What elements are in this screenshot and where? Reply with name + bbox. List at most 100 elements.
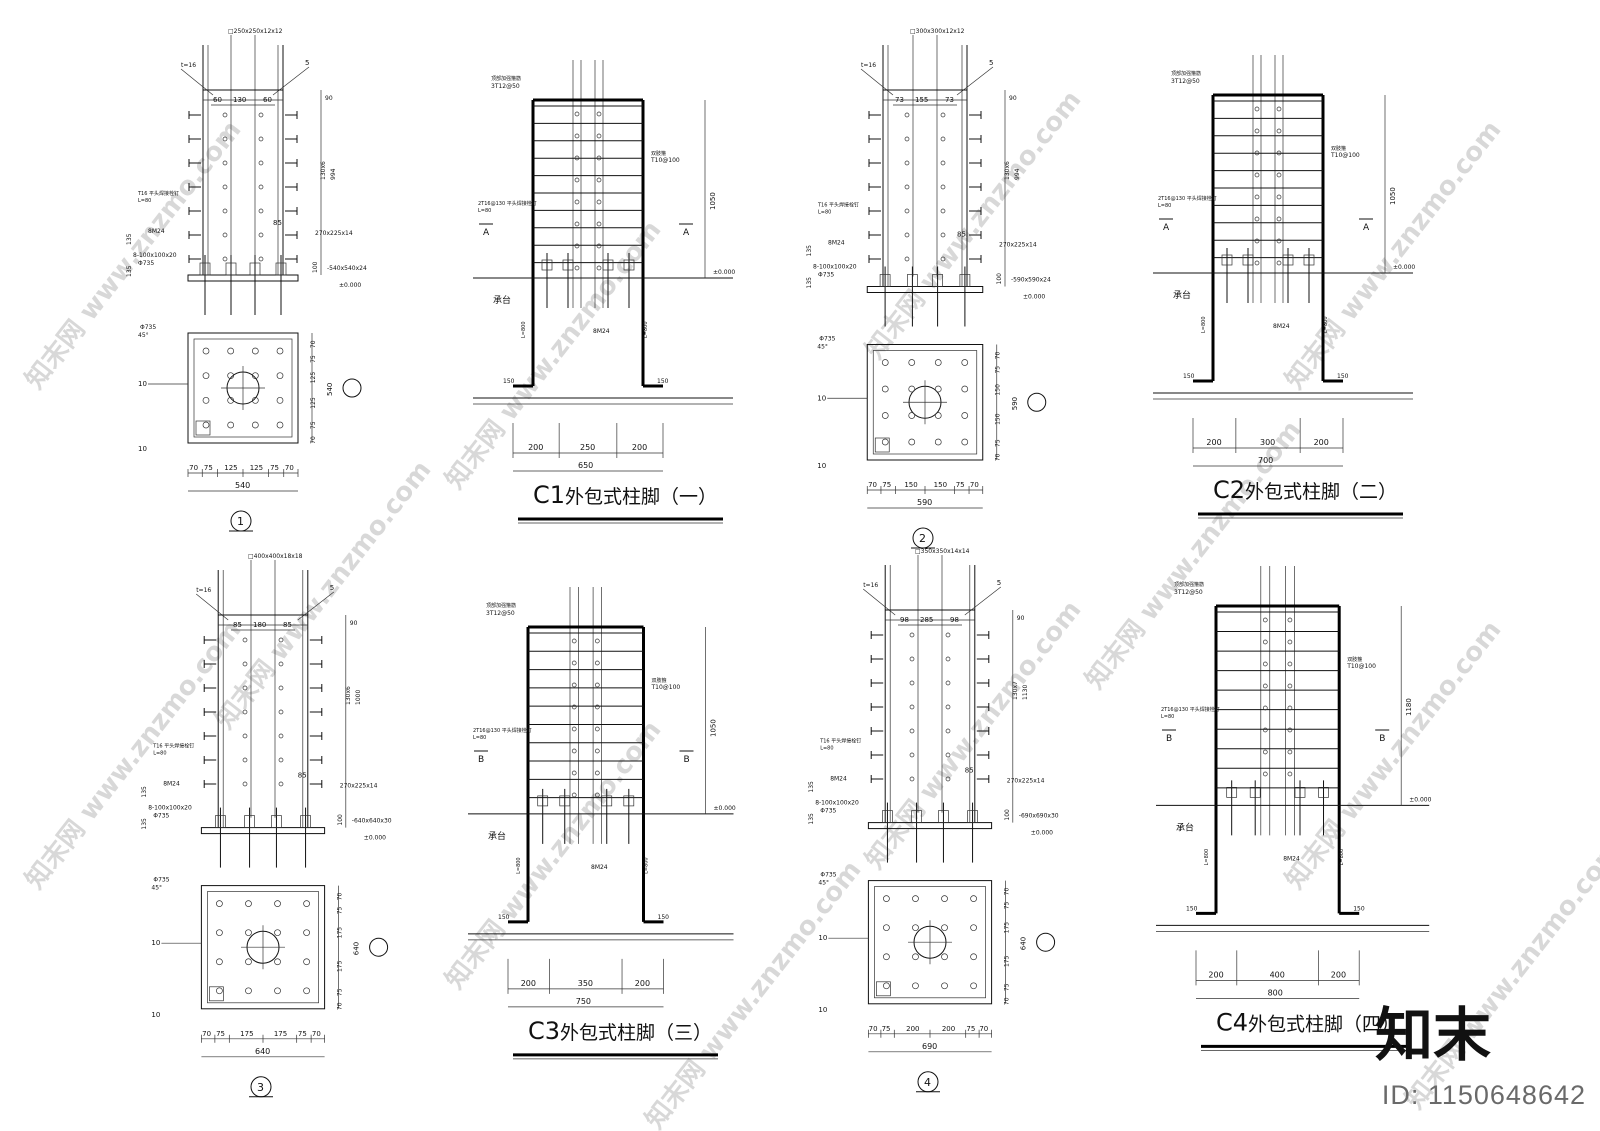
dim-label: 73 xyxy=(945,96,954,104)
weld-label: 10 xyxy=(151,939,160,947)
hook-label: 150 xyxy=(1353,905,1365,912)
bolt-label: 8M24 xyxy=(148,228,165,235)
watermark-text: 知末网 www.znzmo.com xyxy=(20,615,248,895)
dim-label: 135 xyxy=(126,233,133,245)
hole-label: Φ735 xyxy=(138,260,154,267)
stud-dot xyxy=(596,265,602,271)
stud-dot xyxy=(278,757,284,763)
stud-dot xyxy=(222,184,228,190)
dim-label: 75 xyxy=(298,1030,307,1038)
stud-dot xyxy=(574,199,580,205)
leader-line xyxy=(195,593,229,621)
dim-label: 994 xyxy=(1014,168,1021,180)
anchor-label: 8M24 xyxy=(593,328,610,335)
dim-label: 130x6 xyxy=(345,686,352,705)
stud-dot xyxy=(940,160,946,166)
dim-label: 70 xyxy=(995,352,1002,360)
stiffener-height: 85 xyxy=(965,767,974,775)
dim-total-label: 590 xyxy=(917,498,932,507)
dim-label: 70 xyxy=(970,481,979,489)
dim-label: 150 xyxy=(934,481,947,489)
rebar-length-label: L=800 xyxy=(644,857,650,874)
stiffener-label: t=16 xyxy=(861,62,876,69)
bolt-nut xyxy=(225,262,237,276)
stud-dot xyxy=(904,160,910,166)
elevation-label: ±0.000 xyxy=(713,269,735,276)
dim-label: 75 xyxy=(1004,983,1011,991)
hoop-label: 顶部加强箍筋 xyxy=(491,75,521,82)
bolt-hole xyxy=(961,438,969,446)
stud-label: T16 平头焊接栓钉 xyxy=(819,738,861,745)
stud-dot xyxy=(596,243,602,249)
bolt-nut xyxy=(601,795,613,807)
hoop-spec-label: 3T12@50 xyxy=(486,610,515,617)
stud-dot xyxy=(258,184,264,190)
stud-dot xyxy=(596,155,602,161)
section-circle xyxy=(1027,392,1047,412)
bolt-hole xyxy=(912,924,919,932)
elevation-label: ±0.000 xyxy=(1409,796,1431,803)
stud-dot xyxy=(945,776,951,782)
stud-dot xyxy=(571,660,577,666)
weld-label: 5 xyxy=(305,59,309,67)
bolt-nut xyxy=(1221,254,1233,266)
hole-label: Φ735 xyxy=(153,813,169,820)
hoop-spec-label: 3T12@50 xyxy=(1174,589,1203,596)
stud-dot xyxy=(1254,106,1260,112)
stud-dot xyxy=(1262,749,1268,755)
dim-label: 994 xyxy=(330,168,337,180)
bolt-hole xyxy=(216,987,223,995)
bolt-hole xyxy=(202,396,210,404)
bolt-nut xyxy=(1282,254,1294,266)
stud-dot xyxy=(278,685,284,691)
stud-dot xyxy=(1262,683,1268,689)
section-mark: A xyxy=(483,228,490,238)
watermark-text: 知末网 www.znzmo.com xyxy=(1280,615,1508,895)
bolt-hole xyxy=(251,396,259,404)
stud-dot xyxy=(940,232,946,238)
bolt-nut xyxy=(562,259,574,271)
dim-total-label: 700 xyxy=(1258,456,1273,465)
stud-length-label: L=80 xyxy=(153,751,166,757)
stud-dot xyxy=(1276,194,1282,200)
bolt-hole xyxy=(941,953,948,961)
bolt-hole xyxy=(303,958,310,966)
encased-foot-C3: 承台±0.0008M24顶部加强箍筋3T12@50双肢箍T10@1002T16@… xyxy=(468,587,736,1060)
bolt-nut xyxy=(959,274,971,287)
cap-label: 承台 xyxy=(493,294,511,306)
stud-dot xyxy=(242,661,248,667)
hole-label: Φ735 xyxy=(153,877,169,884)
stud-length-label: L=80 xyxy=(473,735,486,741)
dim-label: 200 xyxy=(521,979,536,988)
bolt-hole xyxy=(276,347,284,355)
znzmo-logo: 知末 xyxy=(1375,1001,1491,1069)
stud-dot xyxy=(594,704,600,710)
stud-dot xyxy=(1254,260,1260,266)
bolt-nut xyxy=(1242,254,1254,266)
weld-label: 10 xyxy=(818,934,827,942)
column-spec-label: □250x250x12x12 xyxy=(228,28,283,35)
dim-label: 155 xyxy=(915,96,928,104)
dim-label: 135 xyxy=(126,265,133,277)
bolt-hole xyxy=(961,385,969,393)
cap-label: 承台 xyxy=(488,830,506,842)
rebar-length-label: L=800 xyxy=(521,321,527,338)
bolt-hole xyxy=(303,900,310,907)
stud-dot xyxy=(1254,238,1260,244)
dim-label: 75 xyxy=(337,906,344,914)
dim-label: 70 xyxy=(995,453,1002,461)
section-mark: B xyxy=(478,755,484,765)
elevation-label: ±0.000 xyxy=(1023,294,1045,301)
bolt-hole xyxy=(908,438,916,446)
stud-dot xyxy=(940,256,946,262)
stud-dot xyxy=(1262,727,1268,733)
dim-label: 85 xyxy=(233,621,242,629)
dim-label: 70 xyxy=(979,1025,988,1033)
bolt-hole xyxy=(881,412,889,419)
bolt-nut xyxy=(559,795,571,807)
hoop-label: 顶部加强箍筋 xyxy=(486,602,516,609)
bolt-hole xyxy=(908,412,916,419)
stirrup-label: 双肢箍 xyxy=(652,677,667,684)
